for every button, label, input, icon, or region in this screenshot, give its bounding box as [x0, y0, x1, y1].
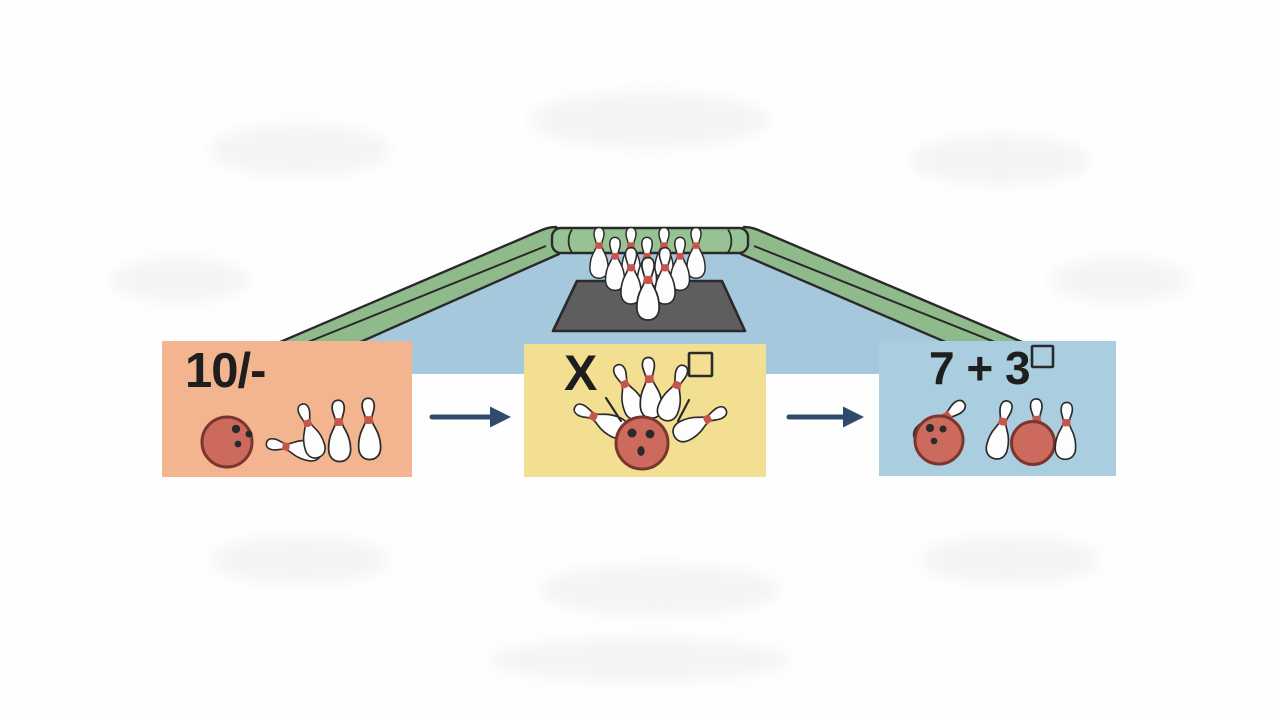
bowling-ball-icon: [913, 414, 965, 466]
panel-spare-graphic: [908, 344, 1079, 466]
impact-line: [604, 396, 623, 423]
bowling-ball-icon: [1010, 420, 1056, 466]
back-wall-seam-left: [567, 228, 573, 254]
bowling-ball-icon: [614, 415, 670, 471]
panel-first-roll-graphic: [200, 396, 382, 469]
arrow-right-icon: [786, 406, 864, 428]
impact-line: [676, 398, 691, 423]
background-speckle: [110, 92, 1190, 682]
panel-spare-label: 7 + 3: [929, 342, 1031, 394]
panel-strike-graphic: [569, 351, 732, 471]
empty-score-box-icon: [1030, 344, 1055, 369]
back-wall-seam-right: [727, 228, 733, 254]
panel-strike-label: X: [564, 345, 598, 401]
panel-first-roll-label: 10/-: [185, 344, 266, 398]
empty-score-box-icon: [687, 351, 714, 378]
arrow-right-icon: [429, 406, 511, 428]
bowling-ball-icon: [200, 415, 254, 469]
